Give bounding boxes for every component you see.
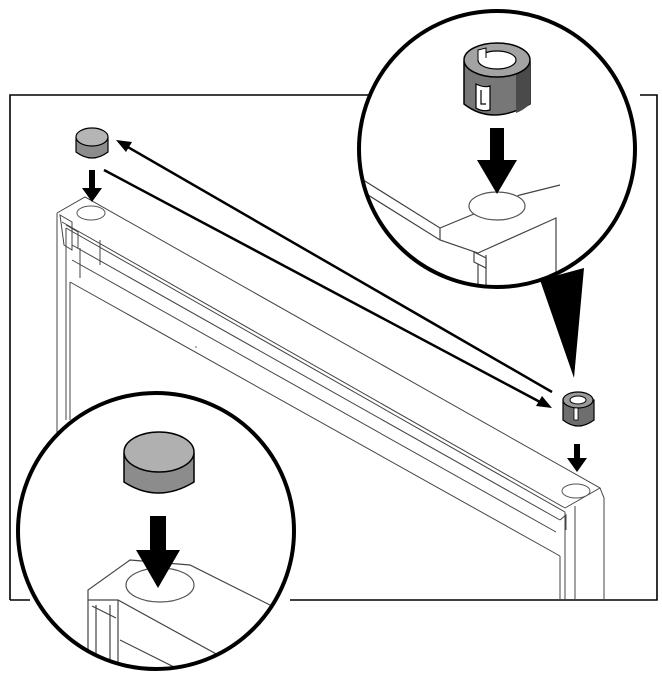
frame-border: [9, 94, 658, 601]
swap-arrows-icon: [103, 140, 553, 408]
stray-mark: [195, 346, 197, 348]
hinge-bushing-icon: [562, 391, 595, 427]
plug-cap-icon: [75, 127, 109, 159]
detail-circle-bushing: [357, 9, 637, 289]
callout-pointer: [540, 268, 584, 378]
door-panel: [56, 196, 605, 610]
detail-circle-cap: [16, 391, 296, 671]
plug-cap-icon: [123, 431, 195, 494]
press-down-arrow-icon: [136, 516, 180, 588]
press-down-arrow-icon: [82, 170, 102, 202]
press-down-arrow-icon: [567, 444, 587, 472]
press-down-arrow-icon: [477, 128, 517, 194]
